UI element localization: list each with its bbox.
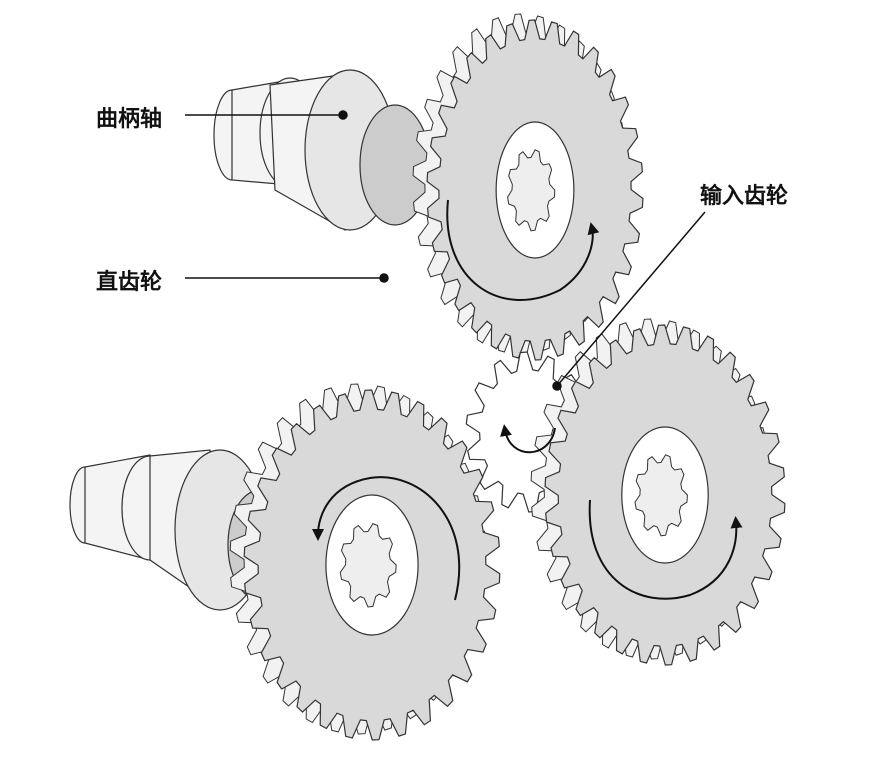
label-input-gear: 输入齿轮 [700, 184, 789, 209]
rotation-arrow-right [588, 499, 743, 600]
leader-lines [185, 110, 706, 391]
label-spur-gear: 直齿轮 [96, 270, 163, 295]
rotation-arrow-input [500, 424, 556, 454]
spur-gear-right-spline [634, 454, 688, 537]
rotation-arrow-left [312, 476, 461, 601]
label-crankshaft: 曲柄轴 [96, 107, 163, 132]
rotation-arrow-top [446, 199, 600, 301]
crankshaft-top [213, 69, 431, 232]
spur-gear-top-spline [507, 149, 556, 232]
spur-gear-left-spline [339, 522, 397, 608]
